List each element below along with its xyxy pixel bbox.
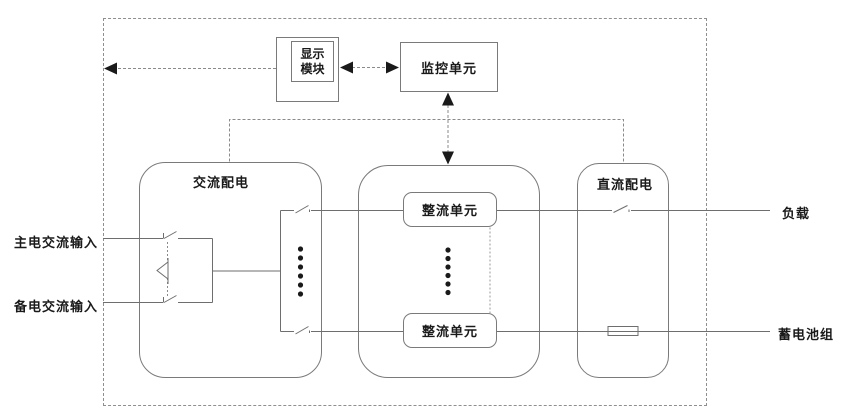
ac-distribution-label: 交流配电 xyxy=(193,175,250,190)
display-module-outer-box xyxy=(276,37,339,102)
ac-distribution-box xyxy=(139,162,322,378)
rectifier-unit-top-label: 整流单元 xyxy=(421,203,478,218)
display-module-box: 显示 模块 xyxy=(291,41,334,82)
dc-distribution-label: 直流配电 xyxy=(597,177,654,192)
rectifier-group-box xyxy=(358,165,540,378)
main-ac-input-label: 主电交流输入 xyxy=(14,235,99,250)
dc-distribution-box xyxy=(577,163,669,378)
monitoring-unit-label: 监控单元 xyxy=(420,60,477,76)
monitoring-unit-box: 监控单元 xyxy=(400,42,498,92)
backup-ac-input-label: 备电交流输入 xyxy=(14,299,99,314)
rectifier-unit-top-box: 整流单元 xyxy=(403,192,497,227)
display-module-label: 显示 模块 xyxy=(300,46,325,76)
rectifier-unit-bottom-label: 整流单元 xyxy=(421,324,478,339)
load-label: 负载 xyxy=(782,206,811,221)
system-boundary-dashed-frame xyxy=(103,18,707,406)
battery-pack-label: 蓄电池组 xyxy=(778,327,835,342)
rectifier-unit-bottom-box: 整流单元 xyxy=(403,313,497,348)
